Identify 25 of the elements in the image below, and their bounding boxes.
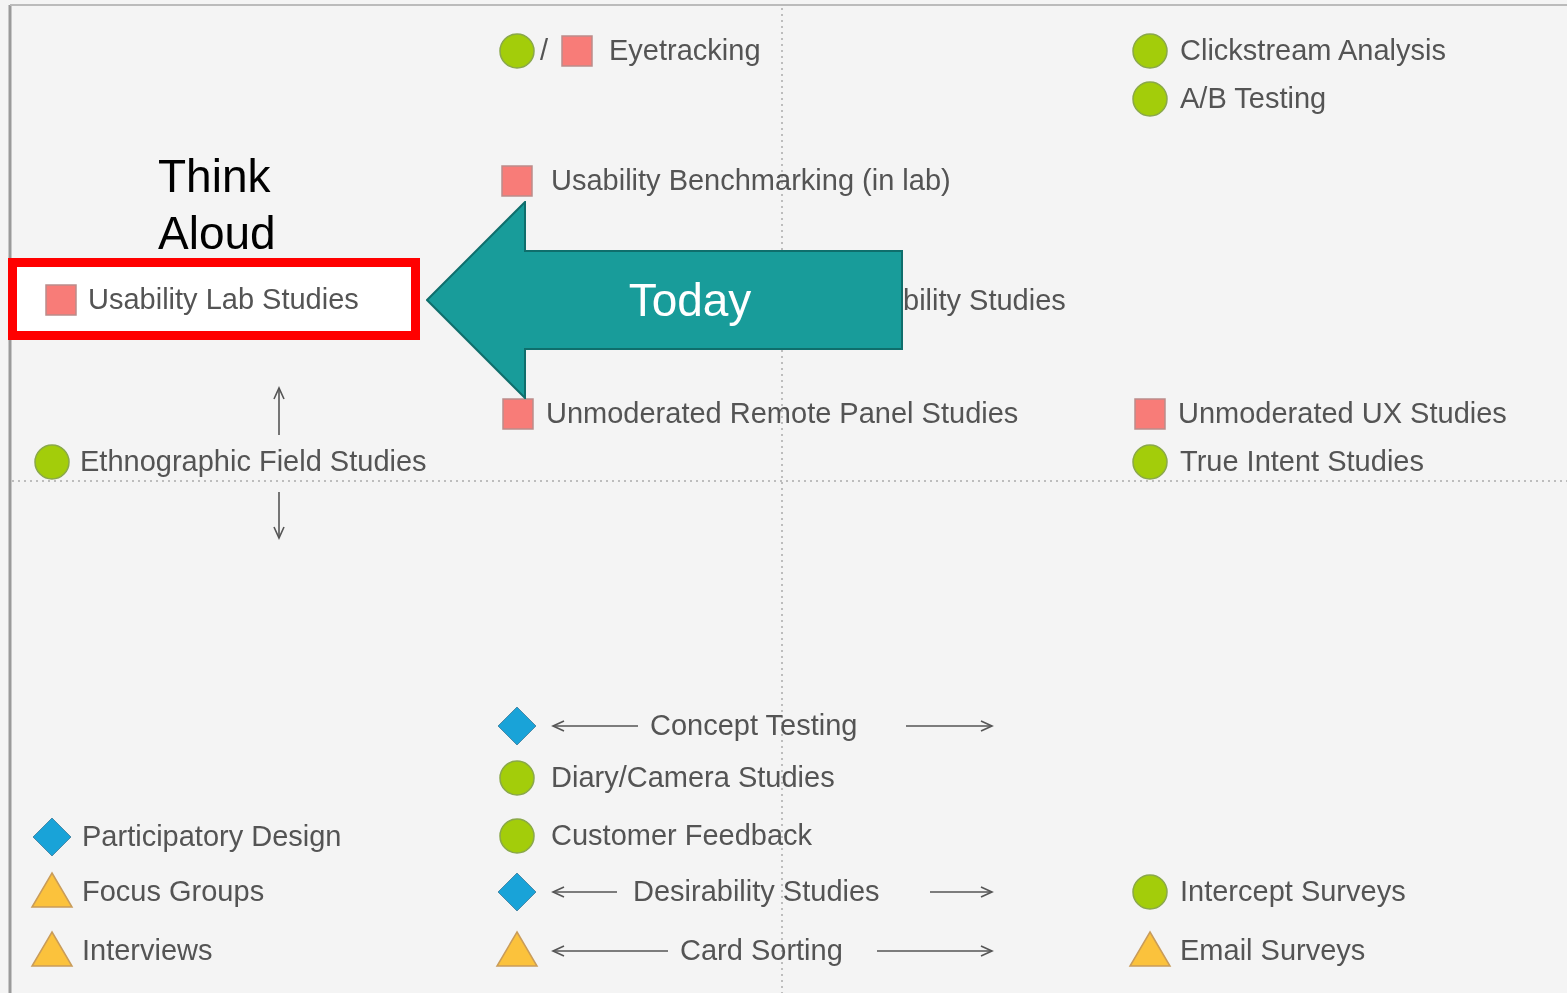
method-label: Interviews: [82, 933, 213, 968]
annotation-text: Think Aloud: [158, 149, 277, 261]
method-label: Concept Testing: [650, 708, 858, 743]
method-label: Card Sorting: [680, 933, 843, 968]
method-label: bility Studies: [903, 283, 1066, 318]
method-label: Email Surveys: [1180, 933, 1366, 968]
block-arrow: [426, 201, 904, 399]
method-label: Clickstream Analysis: [1180, 33, 1446, 68]
method-label: Eyetracking: [609, 33, 761, 68]
method-label: Ethnographic Field Studies: [80, 444, 427, 479]
method-label: Participatory Design: [82, 819, 342, 854]
highlight-box: [8, 258, 420, 340]
method-label: Desirability Studies: [633, 874, 880, 909]
method-label: Customer Feedback: [551, 818, 813, 853]
separator-label: /: [540, 33, 549, 68]
method-label: Intercept Surveys: [1180, 874, 1406, 909]
method-label: Unmoderated UX Studies: [1178, 396, 1507, 431]
method-label: Focus Groups: [82, 874, 265, 909]
method-label: Unmoderated Remote Panel Studies: [546, 396, 1019, 431]
method-label: Usability Benchmarking (in lab): [551, 163, 951, 198]
method-label: True Intent Studies: [1180, 444, 1424, 479]
method-label: Diary/Camera Studies: [551, 760, 835, 795]
method-label: Usability Lab Studies: [88, 282, 359, 317]
method-label: A/B Testing: [1180, 81, 1327, 116]
arrow-label: Today: [628, 273, 752, 328]
